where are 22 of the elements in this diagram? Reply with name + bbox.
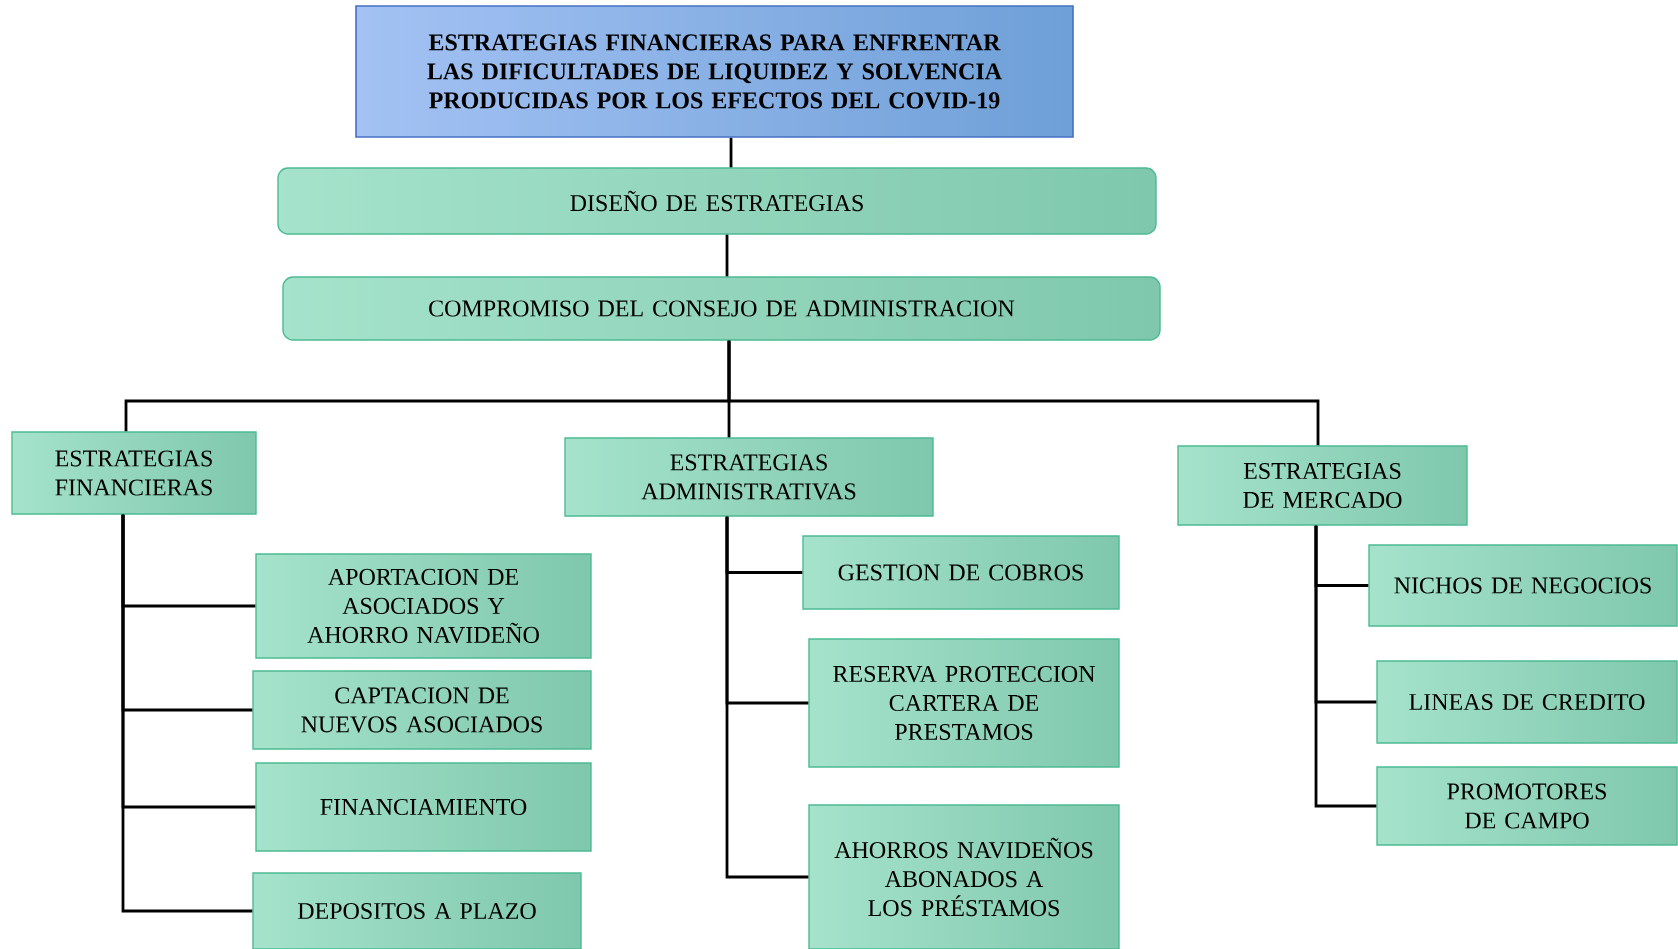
connector-line: [121, 514, 253, 913]
connector-line: [727, 340, 1320, 446]
strategy-box: CAPTACION DE NUEVOS ASOCIADOS: [252, 670, 592, 750]
connector-line: [725, 516, 809, 879]
connector-line: [725, 234, 729, 277]
strategy-box: LINEAS DE CREDITO: [1376, 660, 1678, 744]
strategy-box: PROMOTORES DE CAMPO: [1376, 766, 1678, 846]
strategy-box: APORTACION DE ASOCIADOS Y AHORRO NAVIDEÑO: [255, 553, 592, 659]
strategy-box: ESTRATEGIAS DE MERCADO: [1177, 445, 1468, 526]
strategy-box: GESTION DE COBROS: [802, 535, 1120, 610]
title-box: ESTRATEGIAS FINANCIERAS PARA ENFRENTAR LAS DIFICULTADES DE LIQUIDEZ Y SOLVENCIA PRODUCIDAS POR LOS EFECTOS DEL COVID-19: [355, 5, 1074, 138]
strategy-box: FINANCIAMIENTO: [255, 762, 592, 852]
strategy-box: ESTRATEGIAS FINANCIERAS: [11, 431, 257, 515]
strategy-box: RESERVA PROTECCION CARTERA DE PRESTAMOS: [808, 638, 1120, 768]
connector-line: [1314, 525, 1377, 808]
strategy-box: COMPROMISO DEL CONSEJO DE ADMINISTRACION: [282, 276, 1161, 341]
strategy-box: ESTRATEGIAS ADMINISTRATIVAS: [564, 437, 934, 517]
strategy-box: DEPOSITOS A PLAZO: [252, 872, 582, 949]
strategy-box: AHORROS NAVIDEÑOS ABONADOS A LOS PRÉSTAMOS: [808, 804, 1120, 949]
strategy-box: NICHOS DE NEGOCIOS: [1368, 544, 1678, 627]
strategy-box: DISEÑO DE ESTRATEGIAS: [277, 167, 1157, 235]
connector-line: [729, 137, 733, 168]
